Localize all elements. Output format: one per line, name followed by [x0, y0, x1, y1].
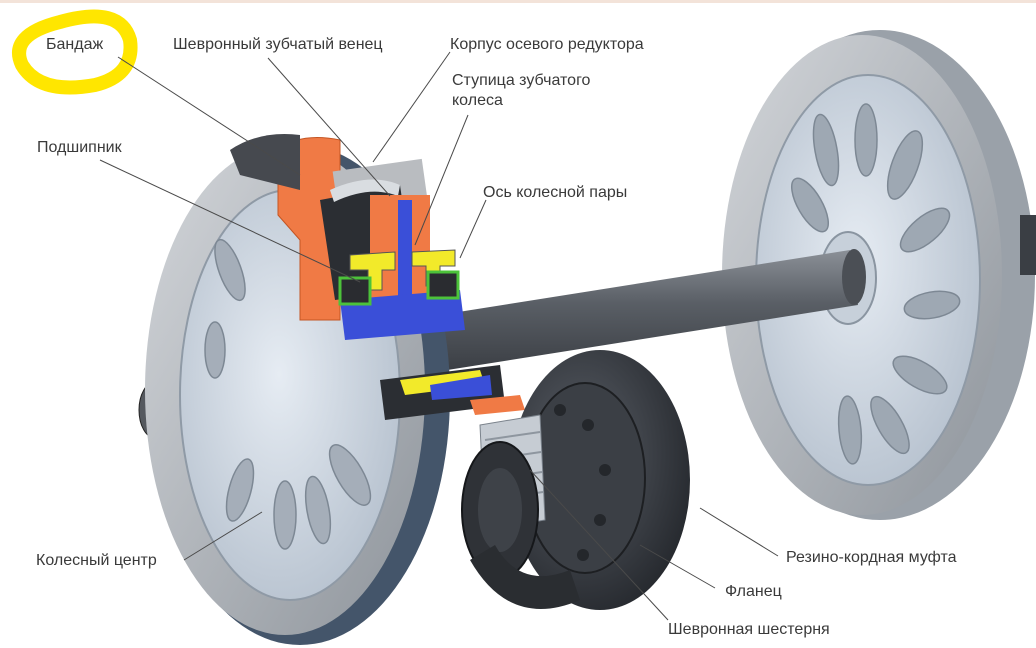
leader-coupling [699, 507, 779, 557]
label-bandage: Бандаж [46, 36, 104, 53]
highlight-circle [12, 9, 138, 95]
leader-flange [639, 544, 716, 589]
label-rubber-cord-coupling: Резино-кордная муфта [786, 549, 957, 566]
gearbox-cutaway [320, 158, 525, 420]
label-herringbone-ring-gear: Шевронный зубчатый венец [173, 36, 383, 53]
label-axle-gearbox-housing: Корпус осевого редуктора [450, 36, 644, 53]
label-herringbone-pinion: Шевронная шестерня [668, 621, 830, 638]
label-flange: Фланец [725, 583, 782, 600]
leader-housing [372, 51, 451, 163]
leader-pinion [529, 469, 669, 621]
label-wheel-center: Колесный центр [36, 552, 157, 569]
leader-bearing [99, 159, 361, 283]
coupling-assembly [461, 350, 690, 610]
label-wheelset-axle: Ось колесной пары [483, 184, 628, 201]
label-gear-wheel-hub-line2: колеса [452, 92, 503, 109]
leader-lines [99, 51, 779, 621]
leader-ring-gear [267, 57, 391, 197]
label-gear-wheel-hub-line1: Ступица зубчатого [452, 72, 591, 89]
leader-bandage [117, 56, 301, 176]
leader-axle [459, 199, 487, 259]
label-bearing: Подшипник [37, 139, 122, 156]
leader-wheel-center [183, 511, 263, 561]
leader-hub [414, 114, 469, 246]
top-border-strip [0, 0, 1036, 3]
